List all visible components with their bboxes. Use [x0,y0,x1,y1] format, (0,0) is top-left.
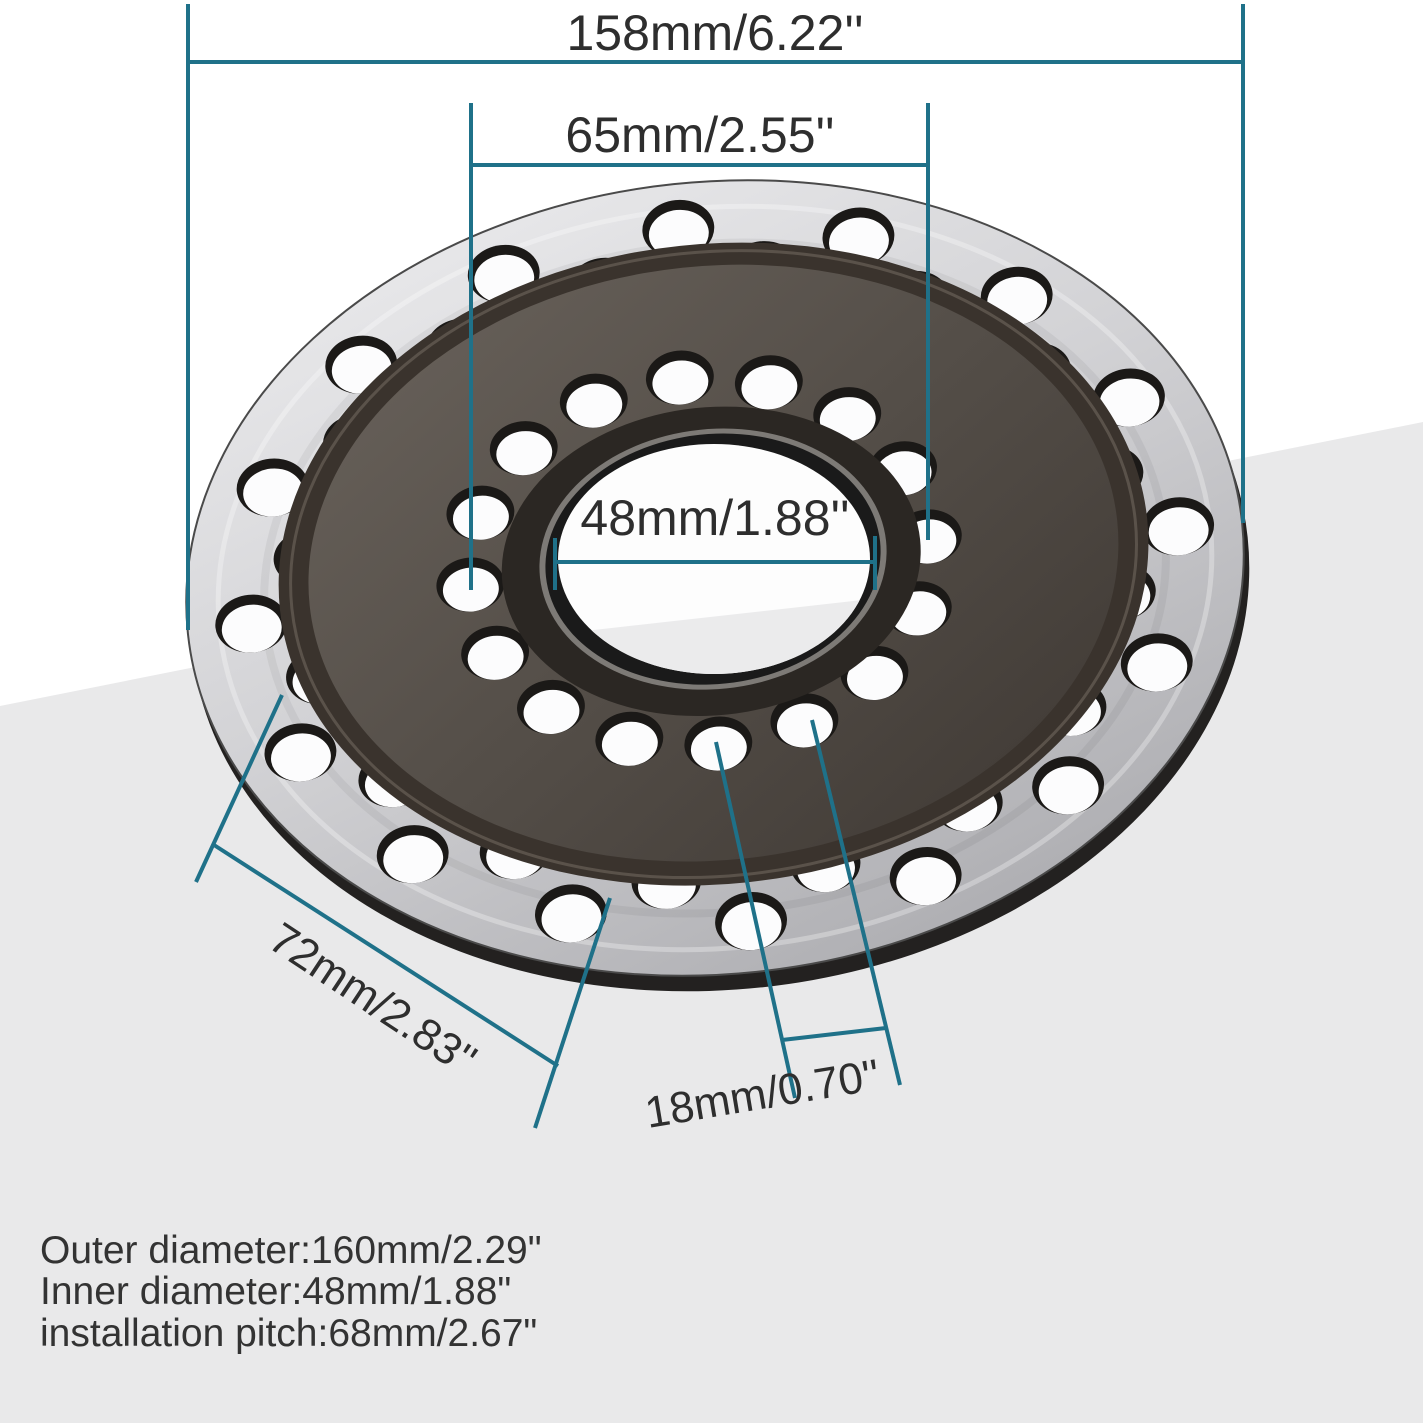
spec-inner-diameter: Inner diameter:48mm/1.88" [40,1270,511,1313]
hole-backdrop-gray [558,598,870,674]
spec-installation-pitch: installation pitch:68mm/2.67" [40,1312,537,1355]
inner-hole [523,689,580,735]
dim-span-ext-left [194,694,284,883]
outer-hole [721,902,782,951]
inner-hole [496,431,553,476]
inner-hole [601,721,658,766]
dim-center-hole [553,536,877,590]
spec-text-block: Outer diameter:160mm/2.29" Inner diamete… [40,1229,542,1355]
inner-hole [847,655,903,701]
dim-hole-span [194,694,612,1129]
outer-hole [1148,507,1209,556]
dim-overall [186,4,1245,630]
center-hole-interior [558,444,870,674]
outer-hole [383,835,444,884]
outer-hole [243,468,304,517]
dim-span-line [212,843,560,1068]
inner-hole [652,360,709,405]
dim-hole-pitch [714,719,902,1099]
spec-outer-diameter: Outer diameter:160mm/2.29" [40,1229,542,1272]
inner-hole [776,703,833,748]
outer-hole [1099,378,1160,427]
inner-hole [741,365,798,410]
outer-hole [221,604,282,653]
dim-bolt-circle [469,103,930,590]
dim-pitch-ext-left [714,741,797,1099]
dim-center-label: 48mm/1.88'' [580,490,849,546]
outer-hole [271,733,331,782]
inner-hole [566,383,623,428]
dim-span-ext-right [533,897,612,1129]
dim-overall-label: 158mm/6.22'' [566,5,863,61]
outer-hole [896,857,957,906]
outer-hole [541,894,602,943]
inner-hole [452,495,509,540]
dim-bolt-label: 65mm/2.55'' [565,107,834,163]
outer-hole [1127,643,1188,692]
dim-pitch-bar [781,1026,887,1042]
dim-pitch-ext-right [810,719,902,1086]
outer-hole [1038,766,1099,815]
inner-hole [467,635,524,680]
